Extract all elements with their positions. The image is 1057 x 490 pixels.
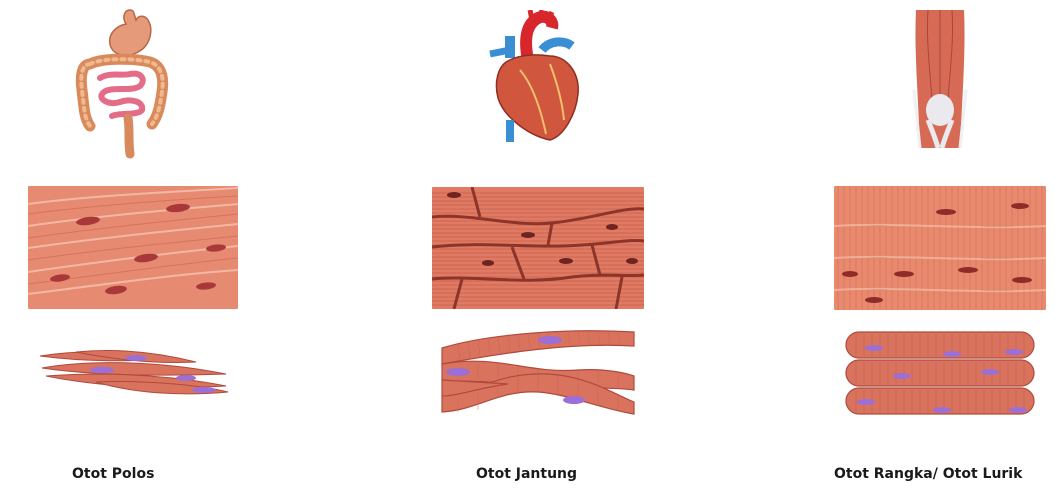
skeletal-muscle-tissue-image — [834, 186, 1046, 310]
heart-icon — [480, 10, 590, 145]
smooth-muscle-cells-diagram — [36, 346, 232, 398]
cardiac-muscle-cells-diagram — [438, 324, 636, 420]
column-otot-jantung: Otot Jantung — [380, 0, 700, 490]
leg-muscle-icon — [910, 10, 970, 148]
skeletal-muscle-cells-diagram — [842, 326, 1038, 418]
column-otot-polos: Otot Polos — [0, 0, 300, 490]
label-otot-rangka: Otot Rangka/ Otot Lurik — [834, 466, 1022, 482]
digestive-tract-icon — [72, 6, 172, 161]
cardiac-muscle-tissue-image — [432, 187, 644, 309]
column-otot-rangka: Otot Rangka/ Otot Lurik — [790, 0, 1057, 490]
smooth-muscle-tissue-image — [28, 186, 238, 309]
label-otot-polos: Otot Polos — [72, 466, 154, 482]
label-otot-jantung: Otot Jantung — [476, 466, 577, 482]
